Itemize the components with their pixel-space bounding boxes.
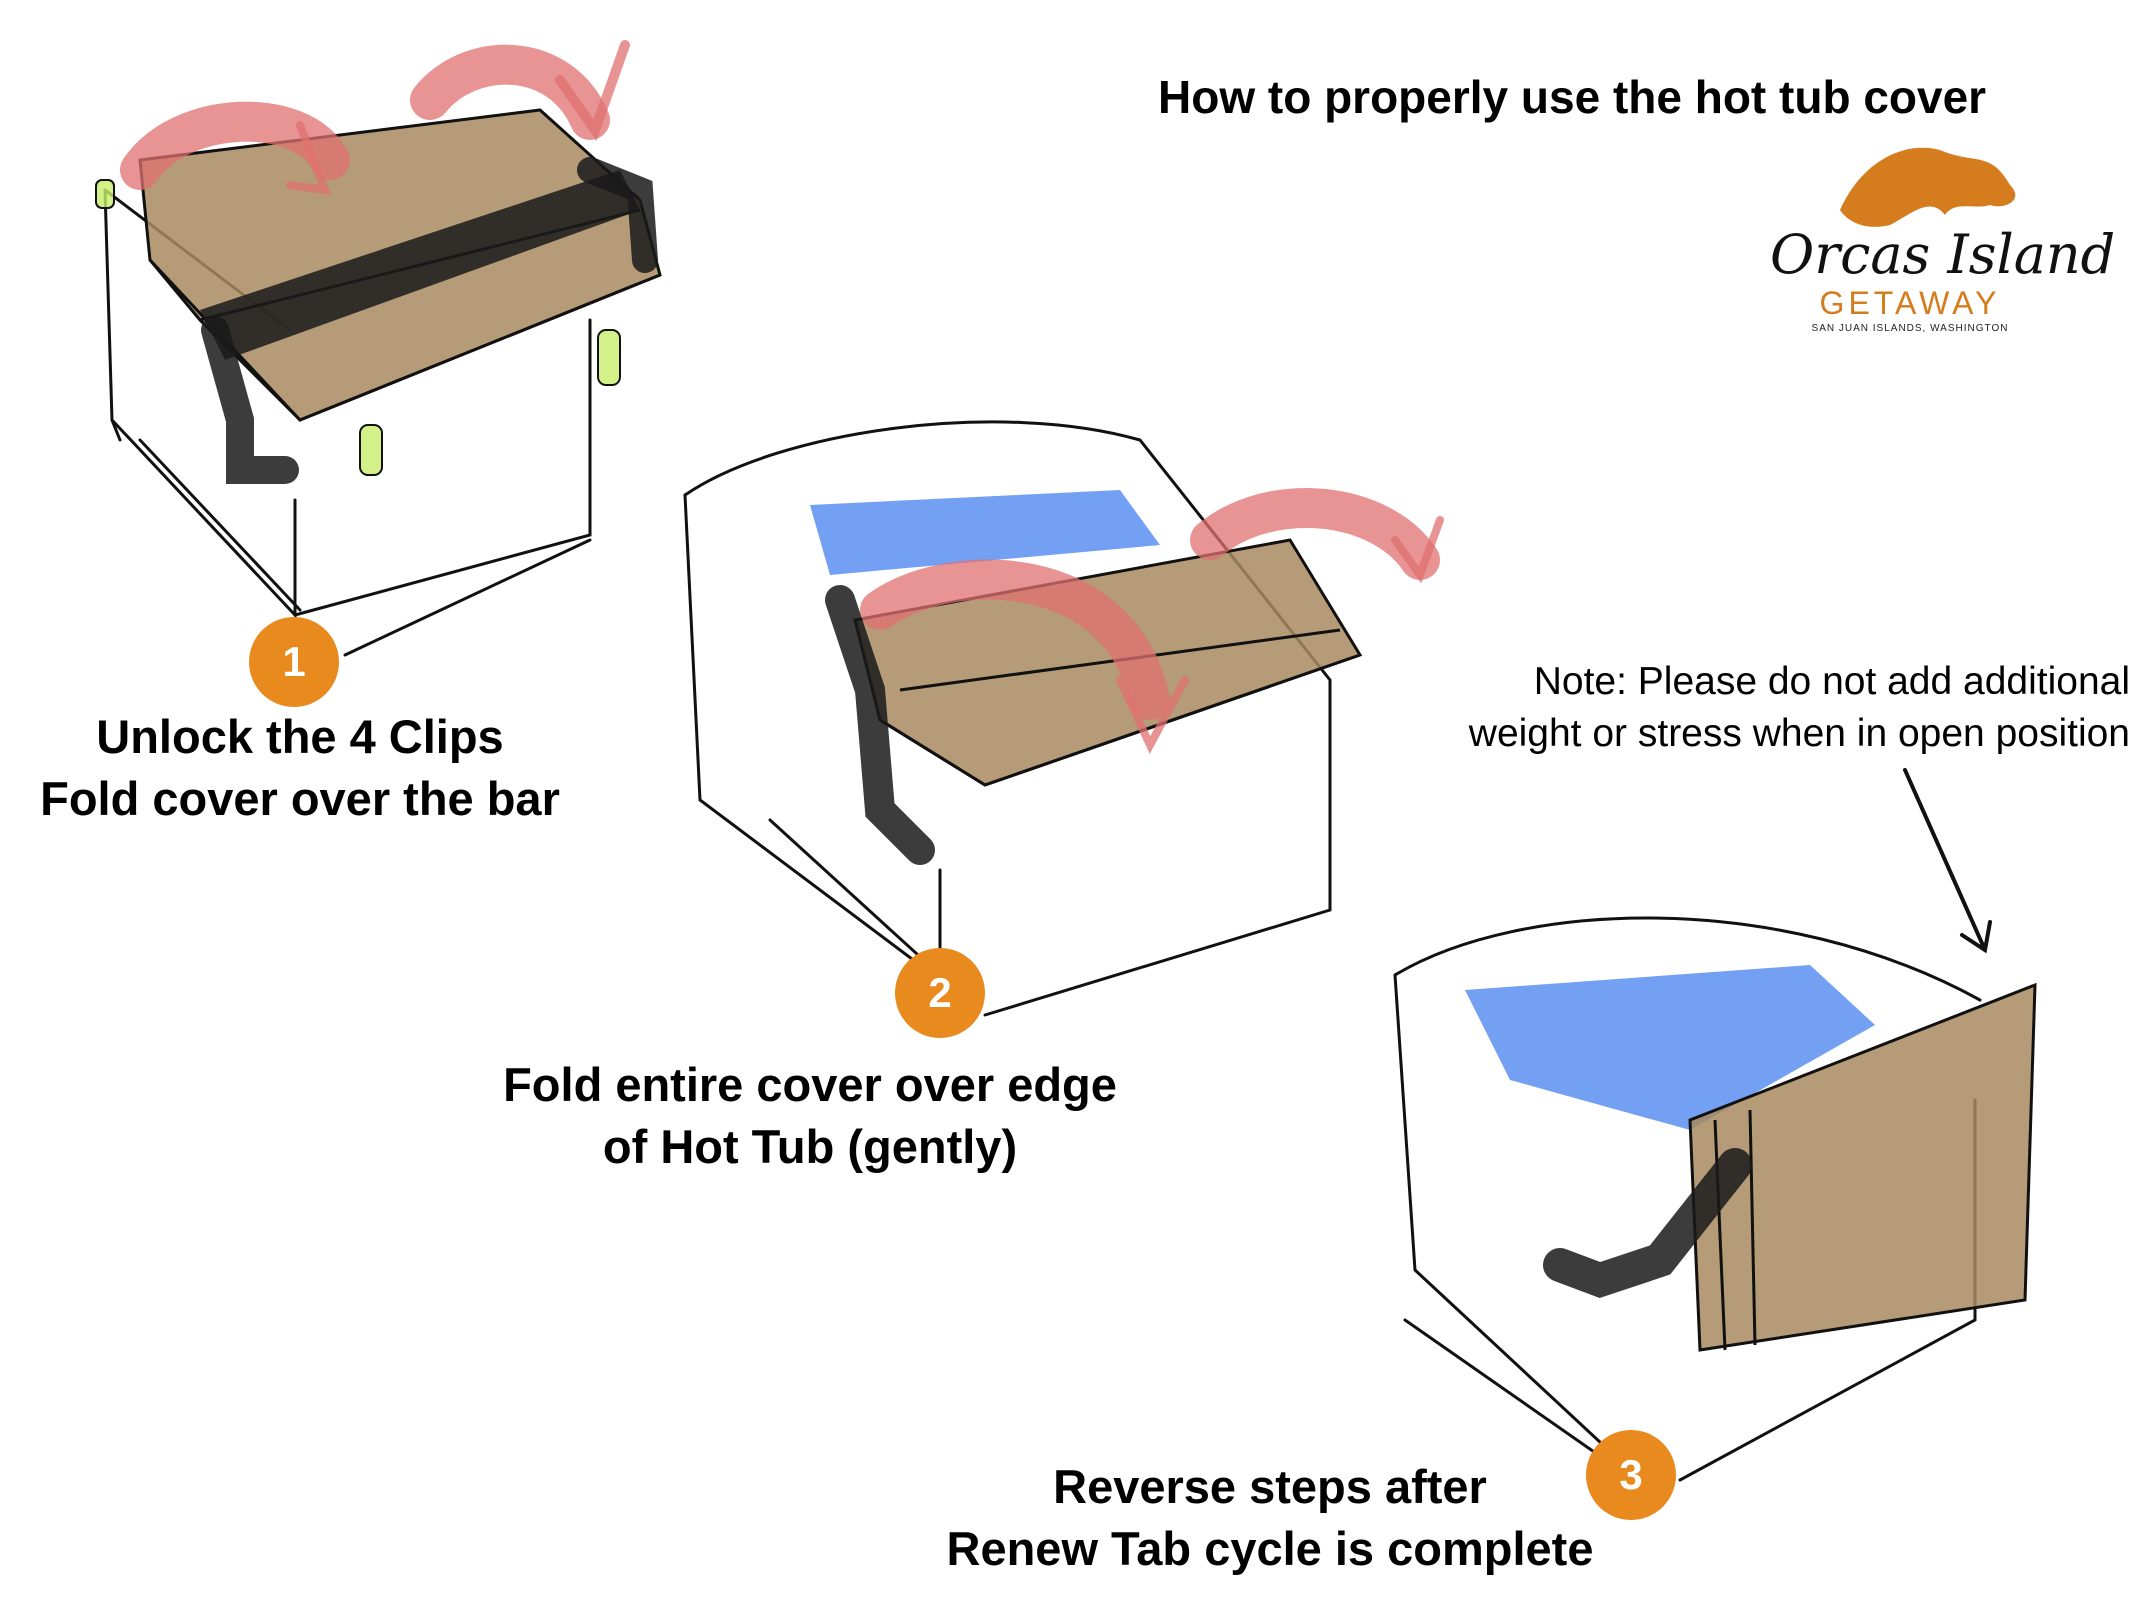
orcas-island-logo: Orcas Island GETAWAY SAN JUAN ISLANDS, W… xyxy=(1770,135,2116,335)
step-2-caption: Fold entire cover over edge of Hot Tub (… xyxy=(470,1054,1150,1178)
logo-wordmark: GETAWAY xyxy=(1819,285,2001,321)
step-1-badge: 1 xyxy=(249,617,339,707)
step-2-line-2: of Hot Tub (gently) xyxy=(602,1120,1018,1173)
step-3-badge: 3 xyxy=(1586,1430,1676,1520)
tub-3-water xyxy=(1465,965,1875,1130)
tub-2-bar xyxy=(825,585,935,865)
tub-3-sketch xyxy=(1393,768,2037,1482)
logo-script-text: Orcas Island xyxy=(1770,223,2116,286)
clip-1 xyxy=(95,179,115,209)
clip-3 xyxy=(597,329,621,386)
tub-1-clips xyxy=(95,179,621,476)
note-line-1: Note: Please do not add additional xyxy=(1533,660,2130,703)
tub-1-bar-arm-right xyxy=(577,157,658,273)
logo-island-icon xyxy=(1840,147,2016,227)
step-3-line-1: Reverse steps after xyxy=(1053,1460,1487,1513)
step-2-badge: 2 xyxy=(895,948,985,1038)
note-text: Note: Please do not add additional weigh… xyxy=(1380,656,2130,760)
note-line-2: weight or stress when in open position xyxy=(1468,712,2130,755)
tub-1-body xyxy=(103,188,592,657)
tub-2-water xyxy=(810,490,1160,575)
tub-3-bar xyxy=(1543,1148,1752,1299)
logo-tagline: SAN JUAN ISLANDS, WASHINGTON xyxy=(1811,323,2009,334)
step-2-line-1: Fold entire cover over edge xyxy=(503,1058,1117,1111)
step-3-line-2: Renew Tab cycle is complete xyxy=(946,1522,1594,1575)
step-1-caption: Unlock the 4 Clips Fold cover over the b… xyxy=(10,706,590,830)
tub-1-fold-arrow xyxy=(120,40,630,195)
tub-3-cover-edge xyxy=(1713,1109,1757,1351)
tub-3-cover xyxy=(1688,982,2037,1352)
page-title: How to properly use the hot tub cover xyxy=(1158,71,1987,123)
note-pointer-arrow xyxy=(1903,768,1992,954)
step-1-line-2: Fold cover over the bar xyxy=(40,772,560,825)
step-1-line-1: Unlock the 4 Clips xyxy=(96,710,504,763)
step-3-caption: Reverse steps after Renew Tab cycle is c… xyxy=(910,1456,1630,1580)
tub-2-sketch xyxy=(683,420,1444,1017)
tub-2-fold-arrow xyxy=(860,488,1444,754)
tub-1-bar xyxy=(200,170,640,360)
tub-1-bar-arm-left xyxy=(201,316,299,484)
clip-2 xyxy=(359,424,383,476)
tub-1-sketch xyxy=(95,40,662,657)
